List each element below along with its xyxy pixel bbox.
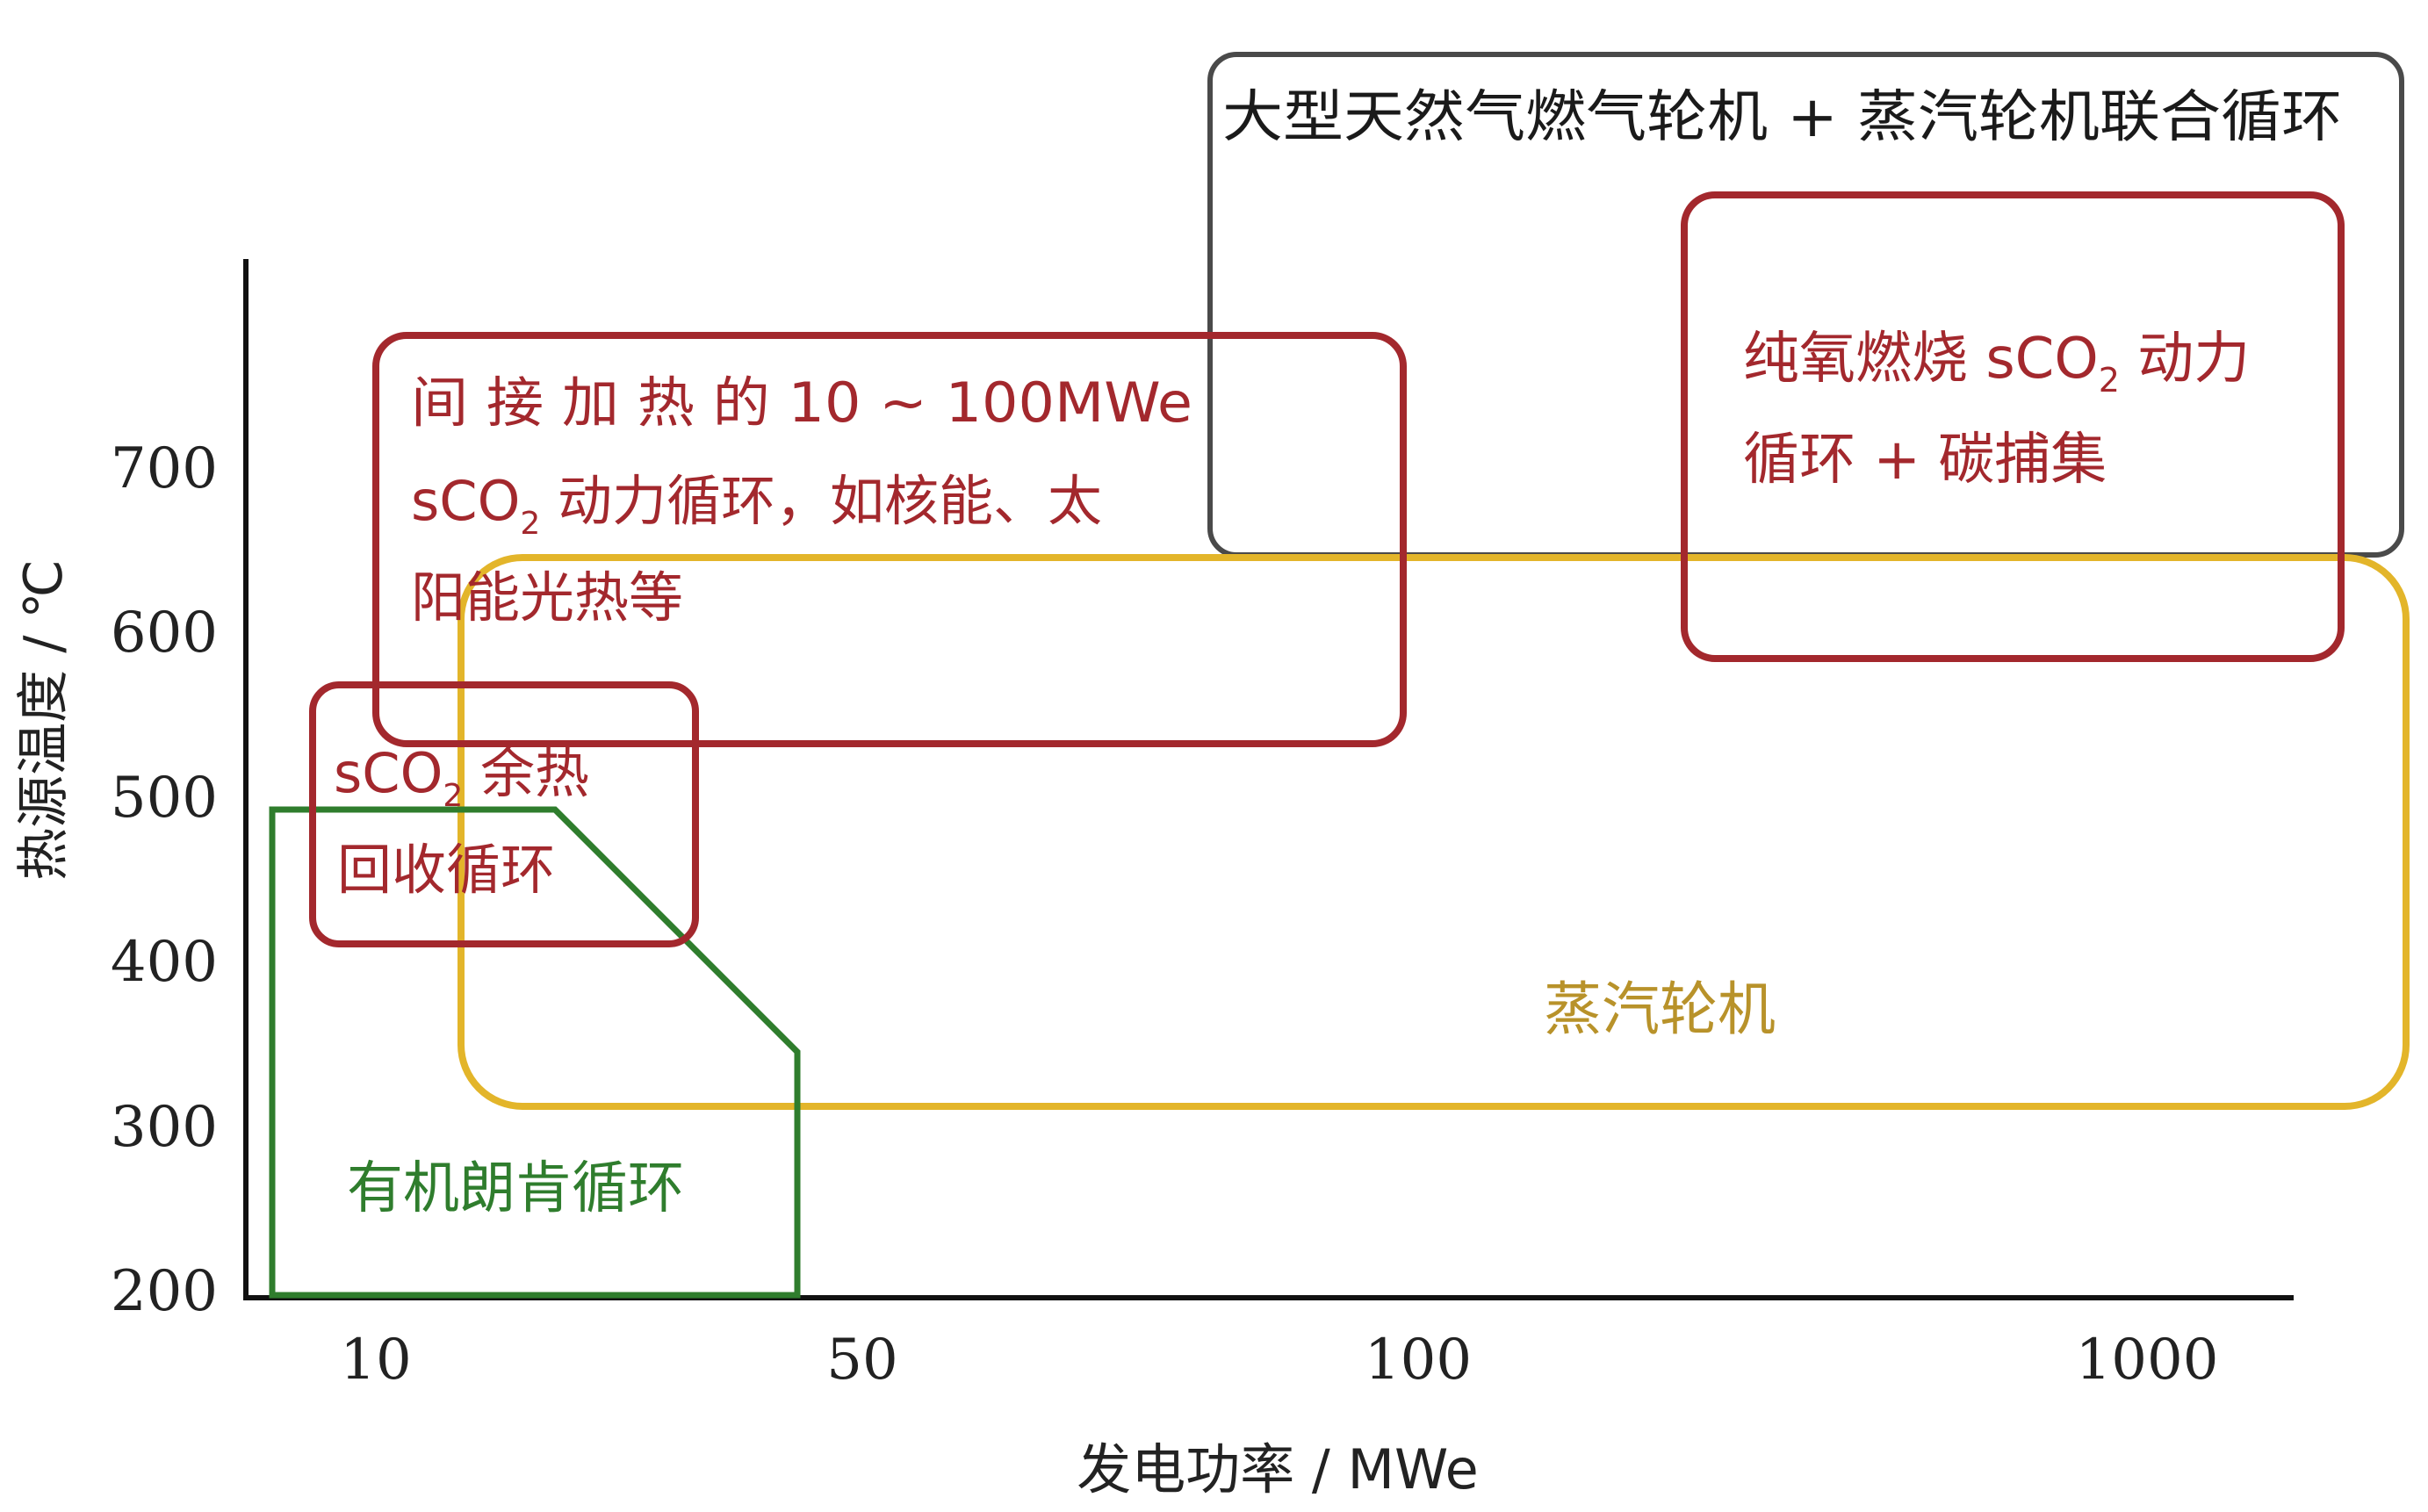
x-axis-title: 发电功率 / MWe — [1077, 1437, 1479, 1501]
waste-heat-line1-pre: sCO — [334, 741, 443, 805]
indirect-line2-sub: 2 — [520, 506, 540, 542]
label-combined-cycle: 大型天然气燃气轮机 + 蒸汽轮机联合循环 — [1222, 85, 2342, 150]
label-steam-turbine: 蒸汽轮机 — [1544, 976, 1776, 1043]
region-oxyfuel — [1681, 191, 2345, 662]
x-tick-10: 10 — [340, 1328, 411, 1393]
y-tick-200: 200 — [111, 1259, 218, 1324]
oxyfuel-line1-pre: 纯氧燃烧 sCO — [1743, 327, 2099, 392]
region-indirect-heating — [372, 332, 1407, 747]
label-waste-heat-line1: sCO2 余热 — [334, 741, 589, 814]
y-tick-700: 700 — [111, 436, 218, 501]
waste-heat-line1-sub: 2 — [443, 778, 463, 814]
label-indirect-line3: 阳能光热等 — [411, 565, 683, 630]
label-oxyfuel-line1: 纯氧燃烧 sCO2 动力 — [1743, 327, 2250, 400]
region-waste-heat — [309, 681, 699, 947]
x-tick-50: 50 — [826, 1328, 897, 1393]
label-waste-heat-line2: 回收循环 — [337, 838, 555, 902]
x-tick-100: 100 — [1365, 1328, 1472, 1393]
label-oxyfuel-line2: 循环 + 碳捕集 — [1743, 428, 2107, 493]
region-steam-turbine — [458, 554, 2410, 1110]
y-axis-title: 热源温度 / ℃ — [13, 559, 75, 881]
label-orc: 有机朗肯循环 — [347, 1156, 684, 1221]
indirect-line2-post: 动力循环，如核能、太 — [540, 469, 1102, 533]
x-tick-1000: 1000 — [2076, 1328, 2219, 1393]
y-tick-300: 300 — [111, 1095, 218, 1160]
y-tick-500: 500 — [111, 766, 218, 831]
label-indirect-line2: sCO2 动力循环，如核能、太 — [411, 469, 1102, 542]
oxyfuel-line1-post: 动力 — [2120, 327, 2250, 392]
y-tick-600: 600 — [111, 601, 218, 666]
indirect-line2-pre: sCO — [411, 469, 520, 533]
y-tick-400: 400 — [111, 930, 218, 995]
region-orc — [269, 806, 801, 1299]
oxyfuel-line1-sub: 2 — [2099, 361, 2120, 400]
waste-heat-line1-post: 余热 — [463, 741, 589, 805]
label-indirect-line1: 间 接 加 热 的 10 ~ 100MWe — [411, 371, 1192, 435]
